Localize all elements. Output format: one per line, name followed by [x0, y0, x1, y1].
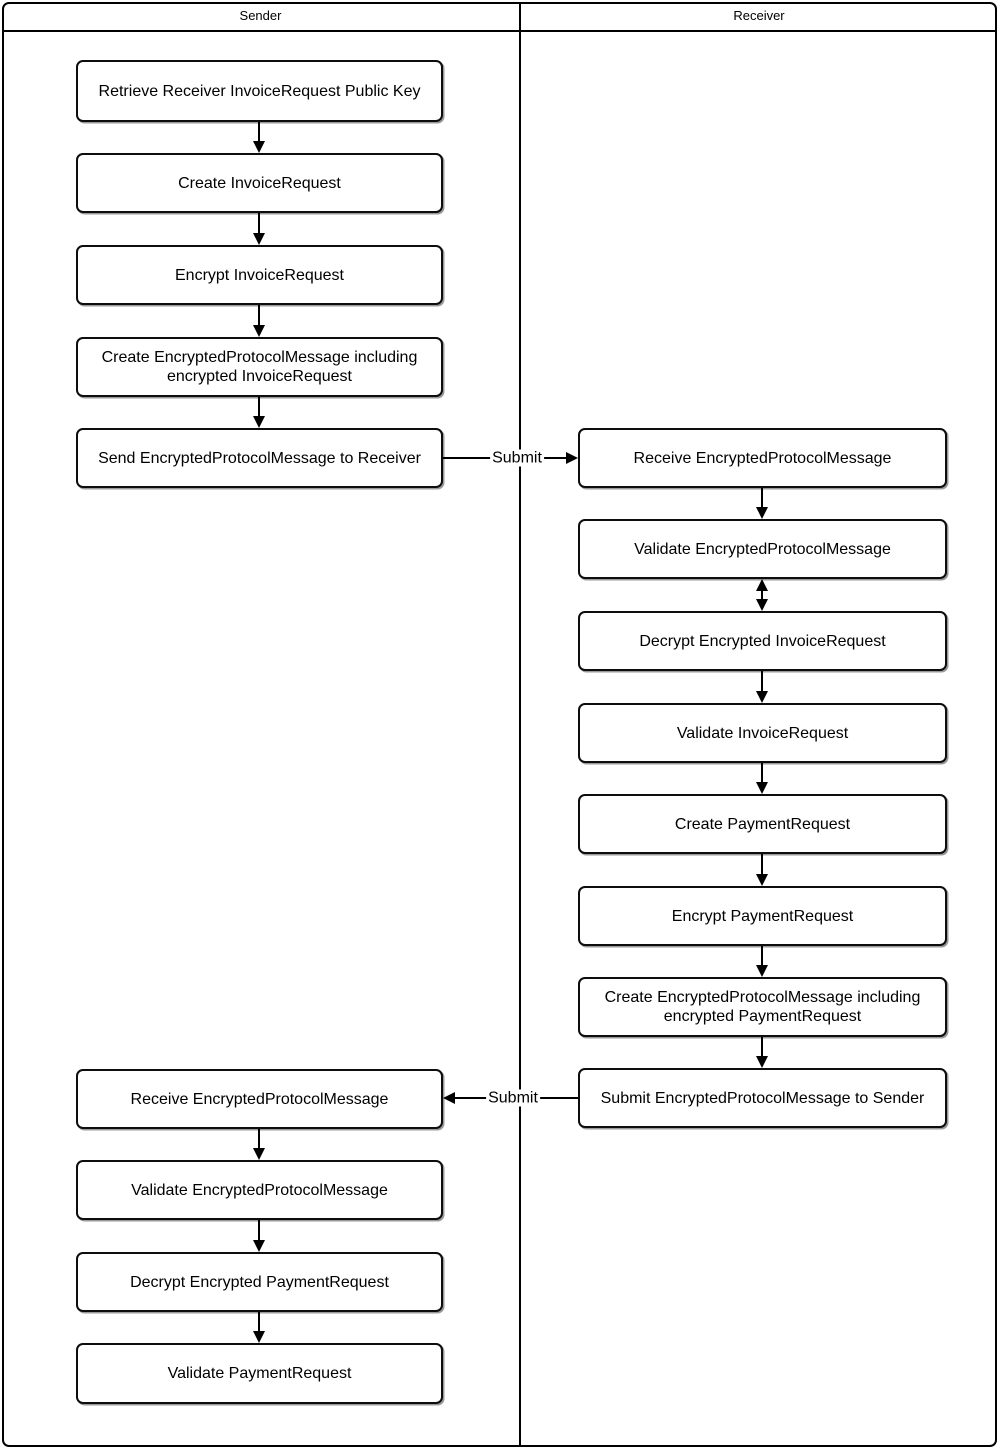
arrow-down-icon	[253, 397, 265, 428]
receiver-step-create-paymentrequest-box: Create PaymentRequest	[578, 794, 947, 854]
submit-left-label: Submit	[486, 1089, 540, 1107]
arrow-down-icon	[756, 488, 768, 519]
arrow-bidirectional-icon	[756, 579, 768, 611]
arrow-down-icon	[253, 305, 265, 337]
sender-step-decrypt-paymentrequest-box: Decrypt Encrypted PaymentRequest	[76, 1252, 443, 1312]
sender-step-retrieve-public-key-box: Retrieve Receiver InvoiceRequest Public …	[76, 60, 443, 122]
lane-header-receiver: Receiver	[733, 8, 785, 23]
arrow-right-icon	[566, 452, 578, 464]
arrow-down-icon	[253, 1220, 265, 1252]
sender-step-validate-encryptedprotocolmessage-box: Validate EncryptedProtocolMessage	[76, 1160, 443, 1220]
lane-header-sender: Sender	[239, 8, 282, 23]
sender-step-create-encryptedprotocolmessage-box: Create EncryptedProtocolMessage includin…	[76, 337, 443, 397]
arrow-down-icon	[756, 946, 768, 977]
sender-step-receive-encryptedprotocolmessage-box: Receive EncryptedProtocolMessage	[76, 1069, 443, 1129]
receiver-step-submit-encryptedprotocolmessage-box: Submit EncryptedProtocolMessage to Sende…	[578, 1068, 947, 1128]
receiver-step-encrypt-paymentrequest-box: Encrypt PaymentRequest	[578, 886, 947, 946]
receiver-step-validate-invoicerequest-box: Validate InvoiceRequest	[578, 703, 947, 763]
receiver-step-create-encryptedprotocolmessage-box: Create EncryptedProtocolMessage includin…	[578, 977, 947, 1037]
arrow-down-icon	[756, 1037, 768, 1068]
arrow-down-icon	[253, 213, 265, 245]
sender-step-send-encryptedprotocolmessage-box: Send EncryptedProtocolMessage to Receive…	[76, 428, 443, 488]
sender-step-validate-paymentrequest-box: Validate PaymentRequest	[76, 1343, 443, 1404]
receiver-step-decrypt-invoicerequest-box: Decrypt Encrypted InvoiceRequest	[578, 611, 947, 671]
arrow-down-icon	[756, 854, 768, 886]
arrow-left-icon	[443, 1092, 455, 1104]
receiver-step-validate-encryptedprotocolmessage-box: Validate EncryptedProtocolMessage	[578, 519, 947, 579]
arrow-down-icon	[253, 1129, 265, 1160]
lane-divider	[519, 2, 521, 1445]
sender-step-encrypt-invoicerequest-box: Encrypt InvoiceRequest	[76, 245, 443, 305]
lane-header-separator	[2, 30, 997, 32]
arrow-down-icon	[253, 1312, 265, 1343]
arrow-down-icon	[756, 671, 768, 703]
receiver-step-receive-encryptedprotocolmessage-box: Receive EncryptedProtocolMessage	[578, 428, 947, 488]
sender-step-create-invoicerequest-box: Create InvoiceRequest	[76, 153, 443, 213]
arrow-down-icon	[253, 122, 265, 153]
arrow-down-icon	[756, 763, 768, 794]
submit-right-label: Submit	[490, 449, 544, 467]
